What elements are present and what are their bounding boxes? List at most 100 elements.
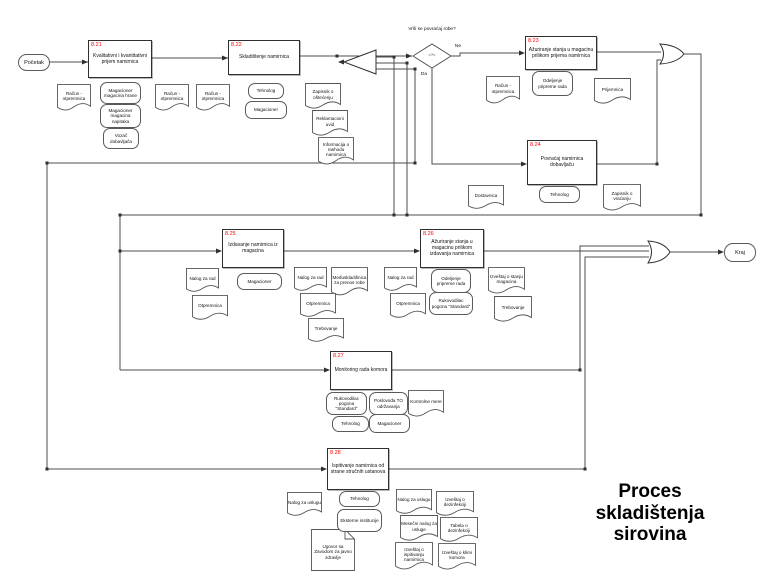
doc-nalog-za-rad-1: Nalog za rad (186, 268, 219, 294)
doc-label: Otpremnica (306, 300, 330, 306)
doc-kontrolne-mere: Kontrolne mere (408, 390, 444, 419)
doc-izvestaj-o-dezinfekciji: Izveštaj o dezinfekciji (436, 491, 474, 518)
process-label: Kvalitativni i kvantitativni prijem nami… (93, 52, 147, 65)
doc-izvestaj-o-klimi: Izveštaj o klimi komora (438, 543, 476, 572)
process-label: Skladištenje namirnica (238, 54, 290, 61)
doc-label: Nalog za uslugu (288, 499, 321, 505)
start-terminator: Početak (18, 54, 50, 71)
role-tehnolog-2: Tehnolog (539, 186, 580, 203)
connector-lines (46, 51, 722, 470)
role-label: Rukovodilac pogona "Standard" (333, 395, 360, 412)
or-gate-right (647, 240, 671, 264)
end-label: Kraj (735, 249, 745, 256)
start-label: Početak (24, 59, 44, 66)
process-number: 8.21 (91, 42, 102, 48)
decision-symbol: <?> (428, 52, 436, 57)
doc-label: Informacija o rashodu namirnica (322, 141, 350, 158)
role-magacioner-napitaka: Magacioner magacina napitaka (100, 104, 141, 128)
doc-tabela-o-dezinfekciji: Tabela o dezinfekciji (440, 517, 478, 544)
role-label: Magacioner (247, 278, 272, 284)
role-magacioner-3: Magacioner (369, 414, 410, 433)
doc-izvestaj-o-stanju-magacina: Izveštaj o stanju magacina (488, 267, 525, 296)
doc-label: Nalog za rad (297, 274, 324, 280)
doc-label: Otpremnica (396, 301, 420, 307)
process-label: Izdavanje namirnica iz magacina (228, 242, 278, 254)
doc-nalog-za-rad-2: Nalog za rad (294, 267, 327, 293)
process-label: Monitoring rada komora (334, 367, 388, 374)
doc-nalog-za-uslugu-1: Nalog za uslugu (287, 492, 322, 518)
role-label: Poslovođa TO održavanja (374, 398, 403, 409)
decision-question: Vrši se povraćaj robe? (408, 27, 456, 32)
doc-label: Račun - otpremnica (160, 90, 184, 101)
role-vozac-dobavljaca: Vozač dobavljača (103, 128, 139, 149)
doc-trebovanje-1: Trebovanje (308, 318, 344, 344)
doc-otpremnica-3: Otpremnica (390, 293, 426, 320)
role-tehnolog-1: Tehnolog (248, 83, 284, 99)
doc-izvestaj-o-ispitivanju: Izveštaj o ispitivanju namirnica (395, 542, 433, 572)
doc-otpremnica-1: Otpremnica (192, 295, 228, 322)
doc-label: Izveštaj o klimi komora (442, 549, 472, 560)
decision-diamond (412, 43, 452, 69)
end-terminator: Kraj (724, 243, 756, 262)
role-label: Tehnolog (256, 88, 276, 94)
doc-racun-otpremnica-1: Račun - otpremnica (57, 84, 91, 113)
process-label: Ispitivanje namirnica od strane stručnih… (330, 462, 386, 475)
doc-label: Izveštaj o stanju magacina (490, 273, 523, 284)
role-magacioner-2: Magacioner (237, 273, 282, 290)
doc-label: Račun - otpremnica (62, 90, 86, 101)
title-line: skladištenja (595, 502, 705, 524)
doc-label: Dostavnica (474, 192, 498, 198)
role-rukovodilac-standard-1: Rukovodilac pogona "Standard" (429, 292, 473, 315)
doc-mesecni-nalog: Mesečni nalog za usluge (400, 515, 438, 543)
process-label: Ažuriranje stanja u magacinu prilikom iz… (429, 239, 475, 257)
doc-reklamacioni-uvid: Reklamacioni uvid (312, 110, 348, 138)
role-label: Odeljenje pripreme rada (538, 78, 567, 89)
doc-informacija-o-rashodu: Informacija o rashodu namirnica (318, 137, 354, 167)
diagram-title: Proces skladištenja sirovina (583, 481, 717, 546)
process-number: 8.28 (330, 450, 341, 456)
doc-label: Prijemnica (601, 86, 624, 92)
doc-trebovanje-2: Trebovanje (494, 296, 532, 324)
doc-label: Trebovanje (501, 304, 525, 310)
role-poslovoda-odrzavanja: Poslovođa TO održavanja (369, 392, 408, 415)
doc-meduskladisnica: Međuskladišnica za prenos robe (331, 267, 368, 298)
role-label: Magacioner magacina hrane (104, 87, 137, 98)
doc-label: Otpremnica (198, 303, 222, 309)
role-eksterne-institucije: Eksterne institucije (337, 509, 382, 532)
doc-label: Kontrolne mere (410, 399, 442, 405)
process-label: Ažuriranje stanja u magacinu prilikom pr… (528, 46, 594, 59)
decision-yes-label: Da (420, 72, 428, 77)
process-number: 8.24 (530, 142, 541, 148)
role-label: Magacioner (377, 420, 402, 426)
process-number: 8.25 (225, 231, 236, 237)
doc-label: Trebovanje (314, 325, 338, 331)
doc-zapisnik-o-vracanju: Zapisnik o vraćanju (603, 184, 641, 213)
process-number: 8.26 (423, 231, 434, 237)
role-label: Rukovodilac pogona "Standard" (431, 298, 471, 309)
doc-label: Nalog za uslugu (397, 497, 431, 503)
process-label: Povraćaj namirnica dobavljaču (540, 156, 584, 168)
or-gate-top (658, 43, 685, 65)
doc-racun-otpremnica-2: Račun - otpremnica (155, 84, 189, 113)
sheet-ugovor-zavod: Ugovor sa Zavodom za javno zdravlje (311, 529, 355, 571)
role-label: Eksterne institucije (340, 517, 379, 523)
doc-label: Izveštaj o ispitivanju namirnica (403, 546, 425, 563)
doc-label: Nalog za rad (387, 274, 414, 280)
role-label: Magacioner (253, 107, 278, 113)
role-tehnolog-4: Tehnolog (339, 491, 380, 507)
role-magacioner-1: Magacioner (245, 101, 287, 119)
role-odeljenje-pripreme-2: Odeljenje pripreme rada (431, 269, 471, 293)
process-number: 8.23 (528, 38, 539, 44)
arrowheads (82, 50, 724, 472)
title-line: sirovina (613, 524, 687, 546)
junction-dots (45, 54, 703, 471)
role-label: Tehnolog (350, 496, 369, 502)
doc-racun-otpremnica-4: Račun - otpremnica (486, 76, 520, 106)
